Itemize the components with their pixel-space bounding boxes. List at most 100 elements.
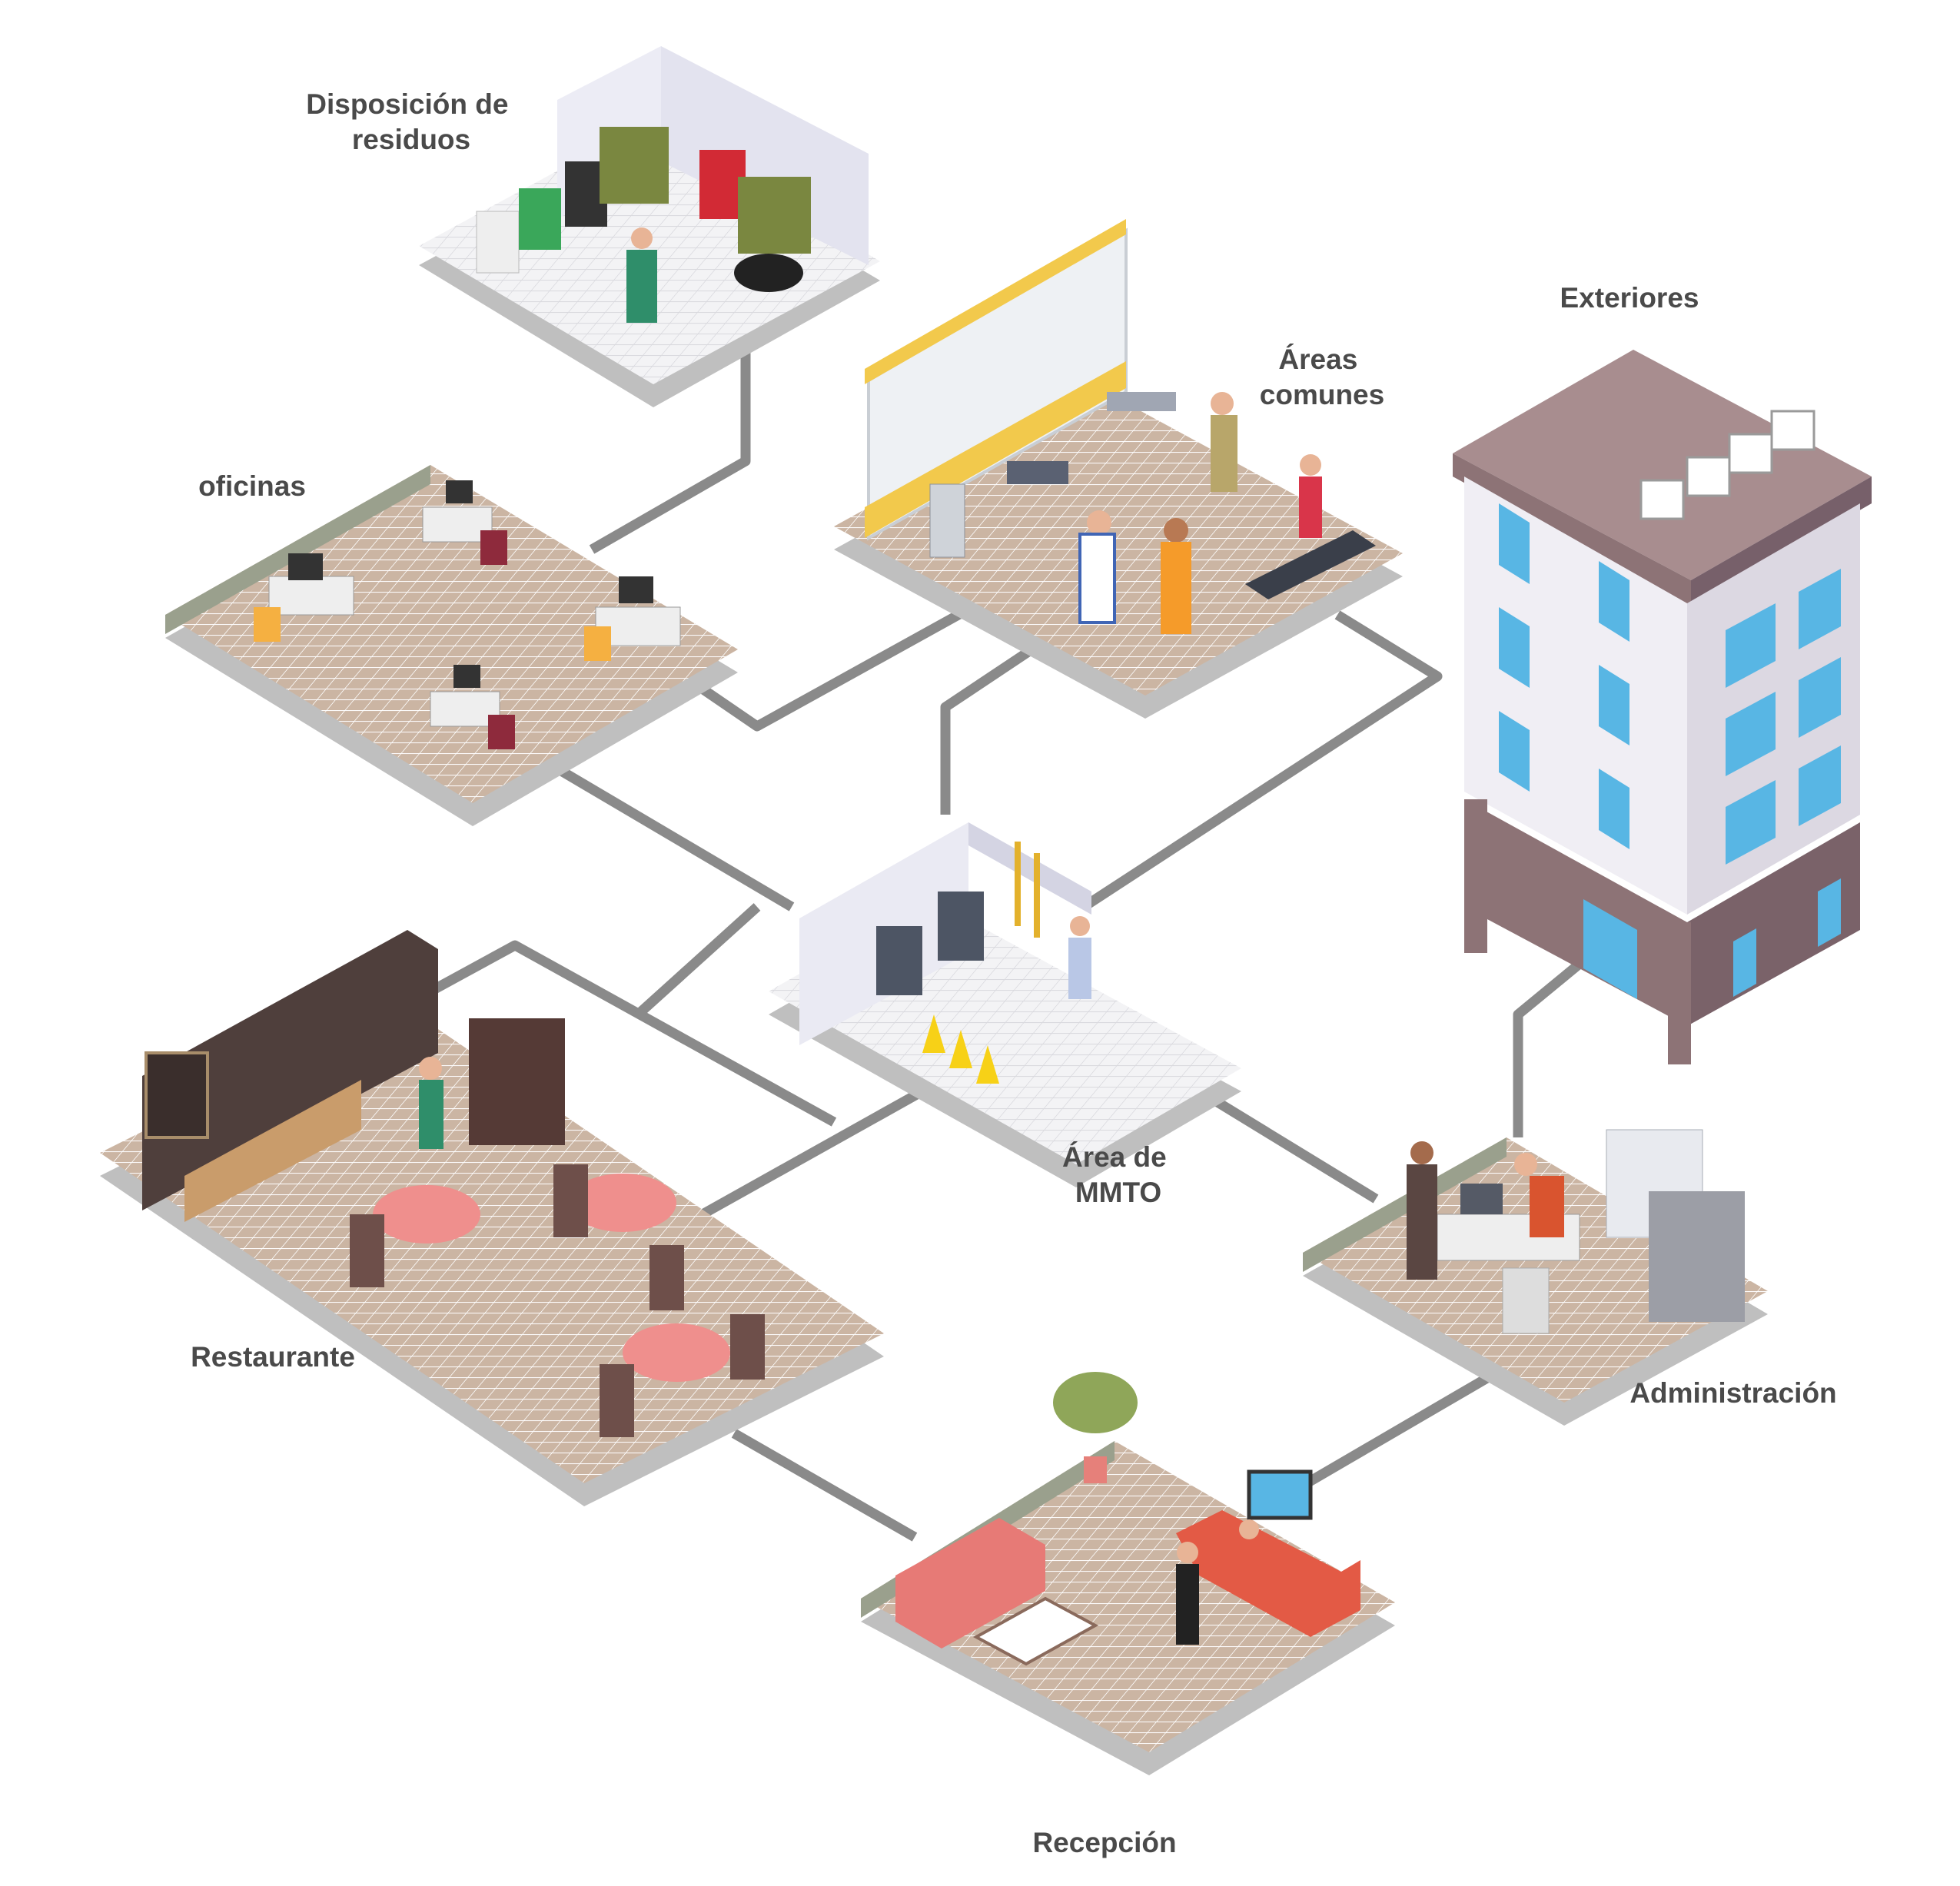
plant-pot-icon [1084,1456,1107,1483]
pillar-icon [1464,799,1487,953]
waiter-icon [419,1057,442,1080]
ac-unit-icon [1770,410,1815,451]
treadmill-icon [1245,530,1376,599]
coffee-table-icon [972,1596,1099,1666]
roof-left [1453,453,1691,607]
connector-restaurante-recepcion [731,1429,918,1542]
cleaner-body-icon [1068,938,1091,999]
manager-icon [1514,1153,1537,1176]
filing-cabinet-icon [1502,1267,1550,1334]
athlete-1-body-icon [1078,533,1116,624]
node-oficinas [165,465,738,826]
window-icon [1583,899,1637,999]
wet-floor-sign-icon [949,1030,972,1068]
chair-icon [480,530,507,565]
connector-restaurante-mmto-b [634,903,761,1018]
connector-administracion-recepcion [1304,1371,1494,1488]
ground-floor-right [1687,822,1860,1026]
back-wall [142,930,438,1210]
node-mmto [769,822,1241,1187]
mop-icon [1015,842,1021,926]
label-areas-comunes: Áreas comunes [1260,344,1384,410]
window-icon [1599,665,1629,745]
wet-floor-sign-icon [922,1014,945,1053]
connector-areas-comunes-mmto-a [940,641,1041,815]
cleaning-equipment [876,842,1091,1084]
athlete-2-icon [1164,518,1188,543]
mop-icon [1034,853,1040,938]
chair-icon [649,1245,684,1310]
connectors [427,346,1587,1542]
visitor-body-icon [1407,1164,1437,1280]
tv-screen-icon [1247,1469,1313,1520]
bin-white-icon [476,211,520,274]
reception-desk-icon [1176,1510,1360,1637]
worker-icon [631,227,653,249]
yellow-frame [865,219,1126,384]
chair-icon [553,1164,588,1237]
dining-tables [350,1164,765,1437]
runner-body-icon [1299,476,1322,538]
window-icon [1726,692,1776,776]
waiter-body-icon [419,1080,443,1149]
cleaning-cart-icon [938,892,984,961]
athlete-2-body-icon [1161,542,1191,634]
receptionist-icon [1239,1519,1259,1539]
connector-areas-comunes-mmto-b [1081,610,1443,911]
node-recepcion [861,1372,1395,1775]
weight-machine-icon [929,483,965,558]
worker-body-icon [626,250,657,323]
ac-unit-icon [1686,456,1731,497]
guest-body-icon [1176,1564,1199,1645]
node-exteriores [1453,350,1872,1064]
trash-bins [476,127,811,323]
wall-right [968,822,1091,915]
bin-olive-large-icon [738,177,811,254]
table-icon [623,1323,730,1382]
athlete-1-icon [1087,510,1111,535]
window-icon [1726,603,1776,688]
label-administracion: Administración [1629,1377,1836,1409]
window-icon [1818,878,1841,947]
connector-restaurante-mmto-c [693,1087,925,1223]
label-mmto: Área de MMTO [1062,1141,1174,1208]
monitor-icon [1460,1184,1503,1214]
cleaning-cart-icon [876,926,922,995]
label-oficinas: oficinas [198,470,306,502]
label-exteriores: Exteriores [1560,282,1699,314]
runner-icon [1300,454,1321,476]
window-icon [1499,503,1530,584]
window-icon [1726,780,1776,865]
cleaner-icon [1070,916,1090,936]
window-icon [1799,745,1841,826]
wall [661,46,869,265]
chair-icon [488,715,515,749]
wall-left [1464,476,1687,915]
wall-edge [1303,1137,1507,1272]
bin-olive-icon [600,127,669,204]
chair-icon [1530,1176,1564,1237]
window-icon [1733,928,1756,997]
drinks-fridge-icon [469,1018,565,1145]
office-desks [254,480,681,749]
node-restaurante [100,930,884,1506]
label-residuos: Disposición de residuos [306,88,516,155]
label-restaurante: Restaurante [191,1341,355,1373]
guest-icon [1177,1542,1198,1563]
window-icon [1499,607,1530,688]
desk-icon [268,576,354,616]
athlete-3-icon [1211,392,1234,415]
table-icon [569,1174,676,1232]
wet-floor-sign-icon [976,1045,999,1084]
connector-exteriores-administracion [1513,956,1587,1137]
wall-edge [165,465,430,634]
monitor-icon [453,665,480,688]
monitor-icon [619,576,653,603]
trash-bags-icon [734,254,803,292]
roof-top [1453,350,1872,580]
monitor-icon [288,553,323,580]
labels: Disposición de residuos Áreas comunes Ex… [191,88,1837,1858]
node-residuos [419,46,880,407]
rack-icon [1107,392,1176,411]
